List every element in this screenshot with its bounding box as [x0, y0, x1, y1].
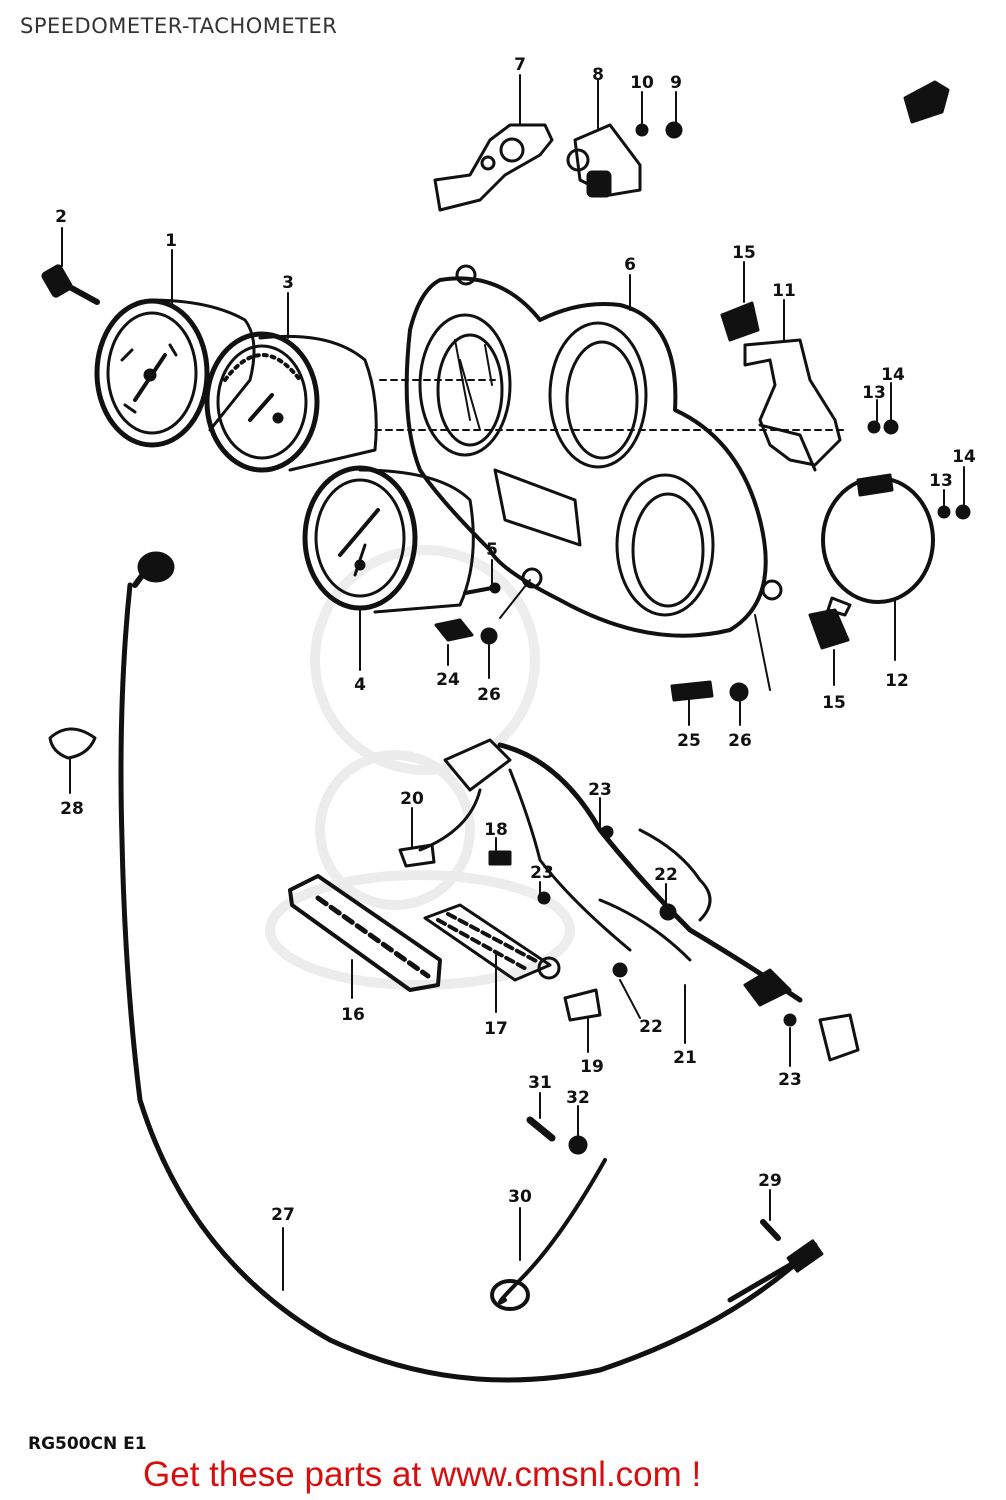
washer-part-32 [568, 1135, 588, 1155]
callout-31: 31 [528, 1073, 552, 1093]
washer-part-9 [665, 121, 683, 139]
gauge-part-1 [94, 298, 256, 448]
gauge-part-3 [204, 331, 378, 473]
callout-24: 24 [436, 670, 460, 690]
screw-part-2 [41, 264, 100, 305]
harness-part-21 [418, 738, 860, 1062]
callout-22a: 22 [654, 865, 678, 885]
callout-19: 19 [580, 1057, 604, 1077]
callout-16: 16 [341, 1005, 365, 1025]
screw-part-13a [867, 420, 881, 434]
callout-26a: 26 [477, 685, 501, 705]
callout-27: 27 [271, 1205, 295, 1225]
screw-part-5 [463, 586, 494, 595]
callout-14b: 14 [952, 447, 976, 467]
wire-part-30 [498, 1158, 607, 1305]
screw-part-13b [937, 505, 951, 519]
callout-4: 4 [354, 675, 366, 695]
callout-10: 10 [630, 73, 654, 93]
callout-13a: 13 [862, 383, 886, 403]
clip-part-20 [398, 843, 436, 868]
cable-part-27 [118, 551, 824, 1383]
callout-11: 11 [772, 281, 796, 301]
callout-23a: 23 [588, 780, 612, 800]
washer-part-14a [883, 419, 899, 435]
callout-22b: 22 [639, 1017, 663, 1037]
socket-part-23a [600, 825, 614, 839]
callout-32: 32 [566, 1088, 590, 1108]
callout-20: 20 [400, 789, 424, 809]
indicator-panel-part-16 [288, 874, 442, 992]
arrow-icon [903, 80, 950, 124]
callout-28a: 28 [60, 799, 84, 819]
cushion-part-25 [670, 680, 714, 702]
band-part-12 [821, 473, 935, 617]
clip-part-18 [488, 850, 512, 866]
grommet-part-15-bottom [808, 608, 850, 650]
promo-link[interactable]: Get these parts at www.cmsnl.com ! [143, 1455, 702, 1494]
callout-25: 25 [677, 731, 701, 751]
page-title: SPEEDOMETER-TACHOMETER [20, 14, 338, 38]
callout-7: 7 [514, 55, 526, 75]
callout-14a: 14 [881, 365, 905, 385]
callout-2: 2 [55, 207, 67, 227]
watermark-logo [265, 545, 575, 990]
leader-lines [61, 74, 965, 1291]
screw-part-10 [635, 123, 649, 137]
callout-5: 5 [486, 540, 498, 560]
bulb-part-22a [659, 903, 677, 921]
callout-15b: 15 [822, 693, 846, 713]
callout-23c: 23 [778, 1070, 802, 1090]
washer-part-14b [955, 504, 971, 520]
nut-part-26b [729, 682, 749, 702]
bulb-part-22b [612, 962, 628, 978]
callout-17: 17 [484, 1019, 508, 1039]
callout-26b: 26 [728, 731, 752, 751]
socket-part-23b [537, 891, 551, 905]
grommet-part-28 [48, 727, 97, 760]
grommet-part-15-top [720, 301, 760, 342]
callout-12: 12 [885, 671, 909, 691]
callout-21: 21 [673, 1048, 697, 1068]
nut-part-26a [480, 627, 498, 645]
cushion-part-24 [434, 618, 474, 642]
callout-6: 6 [624, 255, 636, 275]
clamp-part-8 [566, 123, 642, 198]
callout-23b: 23 [530, 863, 554, 883]
callout-30: 30 [508, 1187, 532, 1207]
bracket-part-11 [743, 338, 842, 472]
lens-part-17 [423, 903, 561, 982]
socket-part-23c [783, 1013, 797, 1027]
callout-13b: 13 [929, 471, 953, 491]
screw-part-31 [526, 1116, 556, 1142]
callout-18: 18 [484, 820, 508, 840]
callout-29: 29 [758, 1171, 782, 1191]
meter-housing-part-6 [404, 264, 783, 638]
gauge-part-4 [302, 465, 475, 614]
bracket-part-7 [433, 123, 554, 212]
callout-15a: 15 [732, 243, 756, 263]
callout-3: 3 [282, 273, 294, 293]
callout-9: 9 [670, 73, 682, 93]
model-code: RG500CN E1 [28, 1434, 147, 1454]
screw-part-29 [760, 1219, 781, 1241]
callout-1: 1 [165, 231, 177, 251]
clip-part-19 [563, 988, 602, 1022]
callout-8: 8 [592, 65, 604, 85]
